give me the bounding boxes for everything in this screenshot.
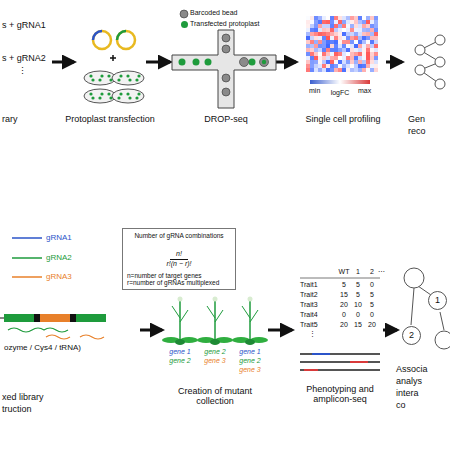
- network-node: 2: [402, 326, 421, 345]
- label: Associa: [396, 364, 428, 374]
- legend-swatch: [181, 21, 188, 28]
- label: Trait1: [300, 281, 318, 289]
- label: Protoplast transfection: [65, 114, 155, 124]
- label: xed library: [2, 392, 44, 402]
- label: gene 3: [239, 366, 260, 374]
- label: 0: [370, 281, 374, 289]
- label: max: [358, 87, 371, 95]
- label: Trait5: [300, 321, 318, 329]
- label: ⋯: [378, 268, 385, 276]
- label: Single cell profiling: [305, 114, 380, 124]
- node-number: 1: [435, 295, 440, 305]
- label: gRNA2: [46, 253, 72, 262]
- label: 2: [370, 268, 374, 276]
- label: truction: [2, 404, 32, 414]
- label: gene 1: [169, 348, 190, 356]
- label: co: [396, 400, 406, 410]
- label: 5: [370, 291, 374, 299]
- label: 1: [356, 268, 360, 276]
- label: ⋮: [18, 66, 27, 76]
- legend-text: Transfected protoplast: [190, 20, 259, 28]
- label: min: [309, 87, 320, 95]
- label: ozyme / Cys4 / tRNA): [4, 343, 81, 352]
- label: 10: [354, 301, 362, 309]
- label: gene 2: [239, 357, 260, 365]
- label: 5: [356, 291, 360, 299]
- label: 5: [342, 281, 346, 289]
- label: 15: [340, 291, 348, 299]
- label: 0: [370, 311, 374, 319]
- legend-text: Barcoded bead: [190, 9, 237, 17]
- label: Trait4: [300, 311, 318, 319]
- label: 0: [342, 311, 346, 319]
- label: s + gRNA1: [2, 20, 46, 30]
- label: 20: [340, 301, 348, 309]
- node-number: 2: [409, 330, 414, 340]
- label: Phenotyping and amplicon-seq: [292, 384, 388, 405]
- label: s + gRNA2: [2, 53, 46, 63]
- formula-text: Number of gRNA combinations: [127, 232, 231, 239]
- label: 20: [340, 321, 348, 329]
- formula-text: n=number of target genes: [127, 272, 231, 279]
- label: gene 2: [204, 348, 225, 356]
- label: logFC: [331, 89, 350, 97]
- label: 15: [354, 321, 362, 329]
- network-node: 1: [428, 291, 447, 310]
- label: rary: [2, 114, 18, 124]
- label: 5: [370, 301, 374, 309]
- formula-text: n!: [170, 250, 188, 259]
- formula-text: r=number of gRNAs multiplexed: [127, 279, 231, 286]
- label: gene 2: [169, 357, 190, 365]
- label: Gen: [408, 114, 425, 124]
- label: ⋮: [309, 330, 316, 338]
- label: WT: [339, 268, 350, 276]
- formula-text: r!(n − r)!: [127, 260, 231, 268]
- label: 5: [356, 281, 360, 289]
- label: DROP-seq: [204, 114, 248, 124]
- label: reco: [408, 126, 426, 136]
- label: 0: [356, 311, 360, 319]
- label: gRNA3: [46, 272, 72, 281]
- label: gene 3: [204, 357, 225, 365]
- label: intera: [396, 388, 419, 398]
- label: gene 1: [239, 348, 260, 356]
- label: Trait3: [300, 301, 318, 309]
- label: Trait2: [300, 291, 318, 299]
- label: 20: [368, 321, 376, 329]
- label: Creation of mutant collection: [165, 386, 265, 407]
- label: analys: [396, 376, 422, 386]
- label: gRNA1: [46, 233, 72, 242]
- formula-box: Number of gRNA combinations n!r!(n − r)! n…: [122, 228, 236, 290]
